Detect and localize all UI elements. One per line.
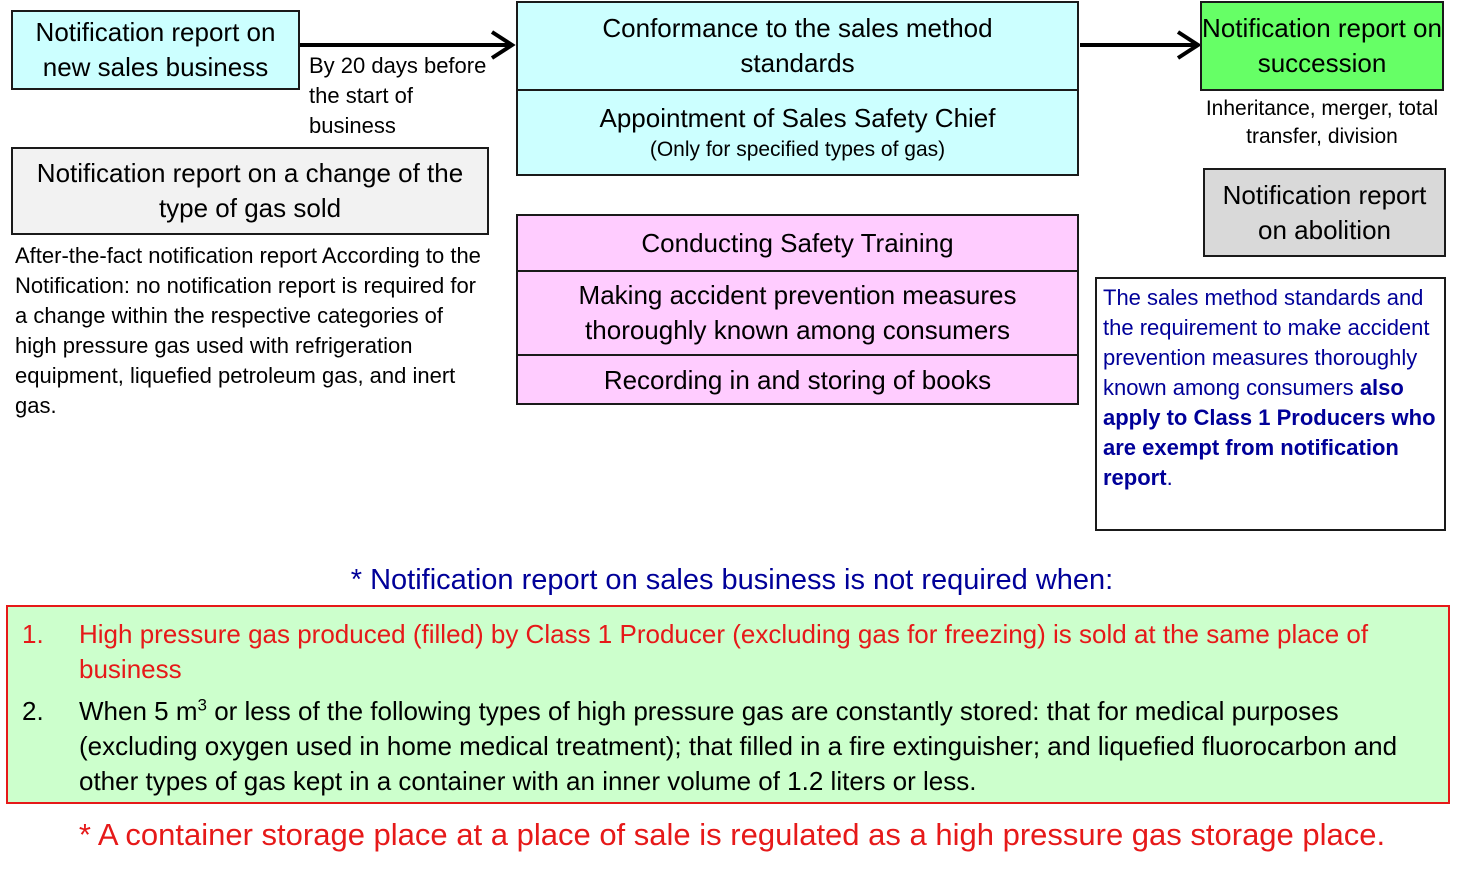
exemption-number: 2. — [22, 696, 44, 726]
deadline-note: By 20 days before the start of business — [309, 53, 487, 138]
new-sales-business-label: Notification report on new sales busines… — [35, 17, 276, 82]
abolition-label: Notification report on abolition — [1222, 179, 1427, 245]
exemption-item-2: 2. When 5 m3 or less of the following ty… — [22, 694, 1434, 799]
books-label: Recording in and storing of books — [603, 365, 992, 395]
superscript-3: 3 — [197, 695, 207, 715]
training-label: Conducting Safety Training — [641, 227, 954, 258]
change-of-type-note: After-the-fact notification report Accor… — [15, 243, 481, 418]
exemption-text-before: When 5 m — [79, 696, 198, 726]
conformance-stack: Conformance to the sales method standard… — [516, 1, 1079, 176]
exemption-item-1: 1. High pressure gas produced (filled) b… — [22, 617, 1434, 687]
class1-note-bold: also apply to Class 1 Producers who are … — [1103, 375, 1436, 490]
accident-prevention-cell: Making accident prevention measures thor… — [518, 270, 1077, 354]
class1-note-end: . — [1166, 465, 1173, 490]
storage-place-footer: * A container storage place at a place o… — [78, 817, 1386, 852]
exemptions-title: * Notification report on sales business … — [350, 564, 1114, 596]
conformance-cell: Conformance to the sales method standard… — [518, 3, 1077, 89]
safety-chief-label: Appointment of Sales Safety Chief — [599, 103, 996, 133]
exemption-text-after: or less of the following types of high p… — [79, 696, 1398, 796]
exemptions-box: 1. High pressure gas produced (filled) b… — [6, 605, 1450, 804]
arrow-to-conformance — [300, 30, 516, 60]
safety-chief-note: (Only for specified types of gas) — [649, 138, 946, 161]
books-cell: Recording in and storing of books — [518, 354, 1077, 405]
succession-note: Inheritance, merger, total transfer, div… — [1205, 97, 1439, 148]
exemption-number: 1. — [22, 619, 44, 649]
succession-label: Notification report on succession — [1202, 13, 1442, 78]
accident-prevention-label: Making accident prevention measures thor… — [578, 280, 1017, 345]
exemption-text: High pressure gas produced (filled) by C… — [79, 619, 1369, 684]
conformance-label: Conformance to the sales method standard… — [602, 13, 993, 78]
class1-producer-note: The sales method standards and the requi… — [1095, 277, 1446, 531]
succession-box: Notification report on succession — [1200, 1, 1444, 91]
training-cell: Conducting Safety Training — [518, 216, 1077, 270]
change-of-type-box: Notification report on a change of the t… — [11, 147, 489, 235]
safety-chief-cell: Appointment of Sales Safety Chief (Only … — [518, 89, 1077, 174]
obligations-stack: Conducting Safety Training Making accide… — [516, 214, 1079, 405]
exemption-text: When 5 m3 or less of the following types… — [79, 694, 1434, 799]
new-sales-business-box: Notification report on new sales busines… — [11, 10, 300, 90]
class1-note-text: The sales method standards and the requi… — [1103, 285, 1430, 400]
arrow-to-succession — [1080, 30, 1202, 60]
abolition-box: Notification report on abolition — [1203, 168, 1446, 257]
change-of-type-label: Notification report on a change of the t… — [36, 158, 464, 223]
